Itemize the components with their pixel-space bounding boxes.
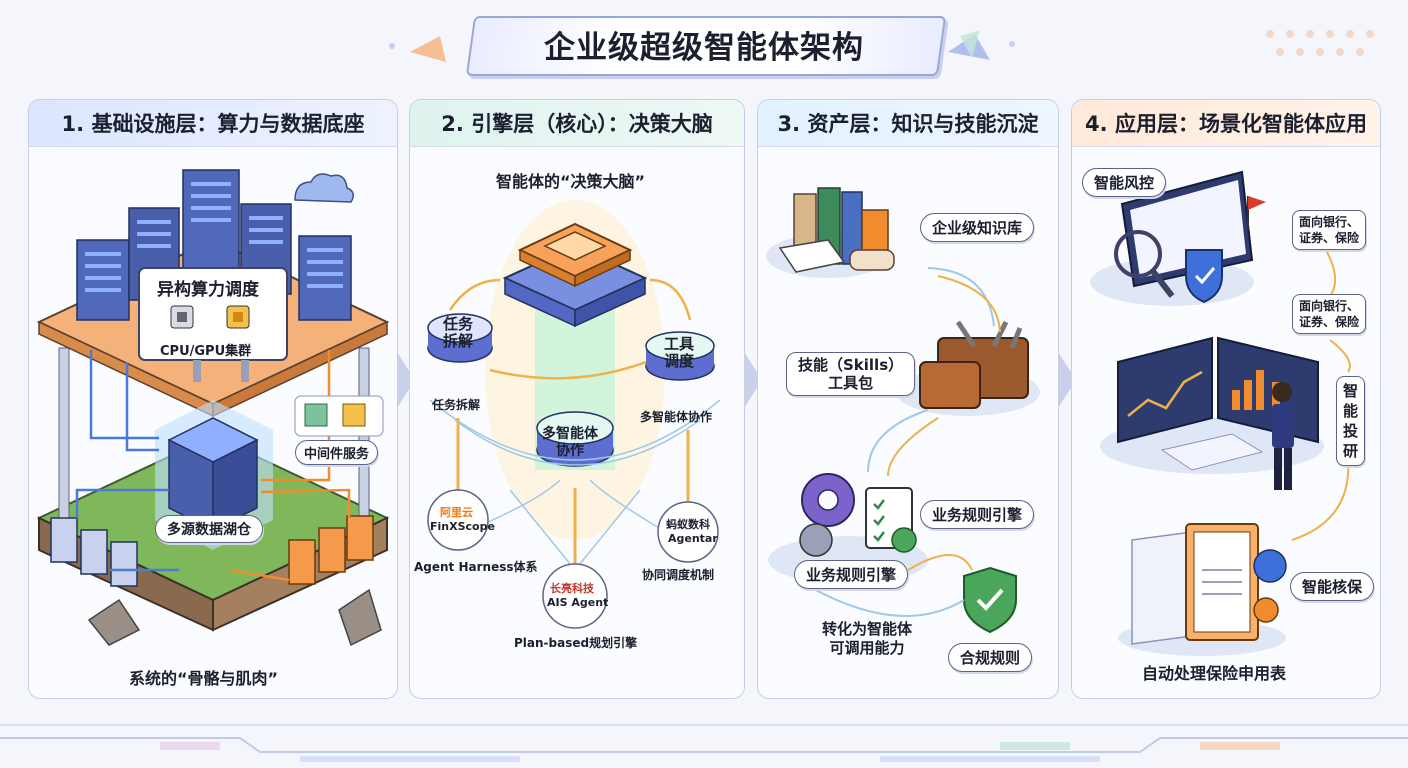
asset-layer-panel: 3. 资产层：知识与技能沉淀	[757, 99, 1059, 699]
task-decomposition-disc: 任务 拆解	[443, 315, 474, 350]
panel-heading-application: 4. 应用层：场景化智能体应用	[1072, 100, 1380, 147]
task-decomposition-caption: 任务拆解	[432, 398, 481, 412]
panel-heading-engine: 2. 引擎层（核心）：决策大脑	[410, 100, 744, 147]
panel-heading-asset: 3. 资产层：知识与技能沉淀	[758, 100, 1058, 147]
title-decoration	[389, 30, 1374, 62]
target-industries-2: 面向银行、 证券、保险	[1292, 294, 1367, 334]
insurance-form-caption: 自动处理保险申用表	[1142, 664, 1287, 683]
business-rules-engine-left: 业务规则引擎	[794, 560, 909, 589]
ant-product: Agentar	[668, 532, 718, 545]
changliang-caption: Plan-based规划引擎	[514, 636, 638, 650]
changliang-logo: 长亮科技	[550, 582, 594, 595]
asset-illustration	[766, 187, 1040, 634]
skills-toolkit-label: 技能（Skills） 工具包	[786, 352, 916, 396]
target-industries-1: 面向银行、 证券、保险	[1292, 210, 1367, 250]
ant-logo: 蚂蚁数科	[666, 518, 710, 531]
bottom-decoration	[0, 724, 1408, 762]
smart-investment-research-label: 智 能 投 研	[1336, 376, 1366, 466]
application-layer-panel: 4. 应用层：场景化智能体应用	[1071, 99, 1381, 699]
page-title: 企业级超级智能体架构	[544, 29, 864, 66]
middleware-service-label: 中间件服务	[295, 440, 379, 465]
infrastructure-caption: 系统的“骨骼与肌肉”	[129, 669, 279, 688]
compliance-rules-label: 合规规则	[948, 643, 1033, 672]
engine-layer-panel: 2. 引擎层（核心）：决策大脑	[409, 99, 745, 699]
convert-to-capability-label: 转化为智能体 可调用能力	[822, 620, 913, 657]
panel-heading-infrastructure: 1. 基础设施层：算力与数据底座	[29, 100, 397, 147]
business-rules-engine-right: 业务规则引擎	[920, 500, 1035, 529]
aliyun-caption: Agent Harness体系	[414, 560, 538, 574]
tool-scheduling-disc: 工具 调度	[664, 335, 695, 370]
data-lakehouse-label: 多源数据湖仓	[155, 515, 263, 543]
application-illustration	[1090, 170, 1351, 656]
aliyun-logo: 阿里云	[440, 506, 473, 519]
infrastructure-layer-panel: 1. 基础设施层：算力与数据底座	[28, 99, 398, 699]
smart-underwriting-label: 智能核保	[1290, 572, 1375, 601]
compute-scheduling-label: 异构算力调度	[157, 280, 259, 300]
decision-brain-subtitle: 智能体的“决策大脑”	[496, 172, 646, 191]
multi-agent-disc: 多智能体 协作	[542, 426, 598, 459]
cpu-gpu-cluster-label: CPU/GPU集群	[160, 344, 252, 359]
engine-illustration	[427, 200, 721, 629]
smart-risk-control-label: 智能风控	[1082, 168, 1167, 197]
infrastructure-illustration	[36, 169, 390, 647]
multi-agent-caption: 多智能体协作	[640, 410, 713, 424]
changliang-product: AIS Agent	[547, 596, 609, 609]
ant-caption: 协同调度机制	[642, 568, 715, 582]
aliyun-product: FinXScope	[430, 520, 495, 533]
enterprise-knowledge-base-label: 企业级知识库	[920, 213, 1035, 242]
